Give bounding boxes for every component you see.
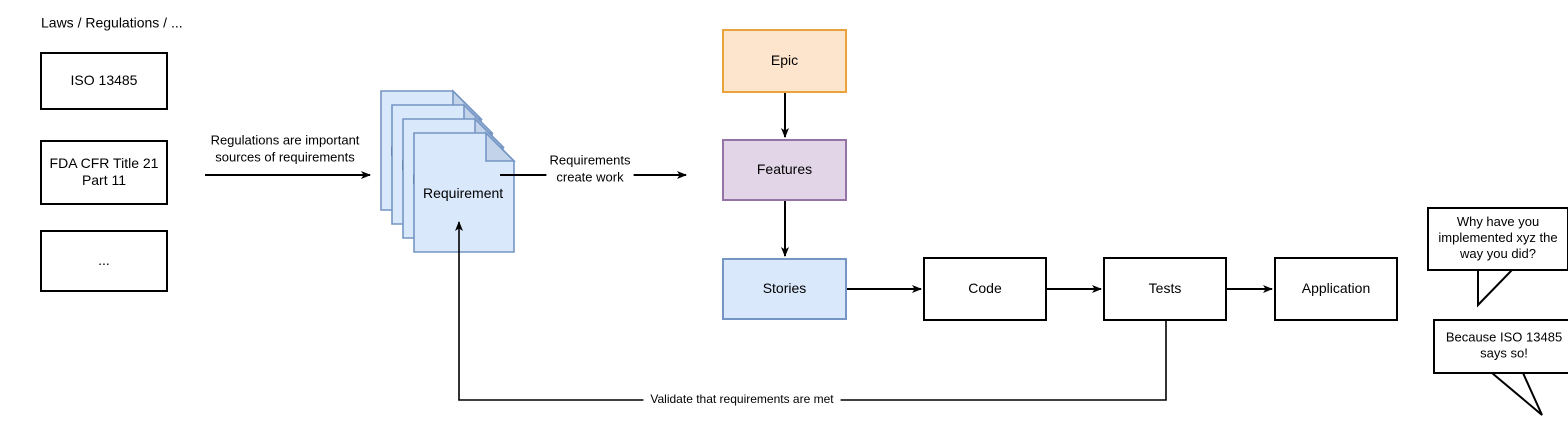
pipeline-boxes-layer: Code Tests Application	[923, 257, 1398, 321]
work-box-shape	[722, 29, 847, 93]
requirement-document-fold-icon	[485, 131, 516, 162]
work-box-features[interactable]: Features	[722, 139, 847, 201]
requirement-stack-layer: RequirementRequirementRequirementRequire…	[380, 89, 516, 253]
requirement-document[interactable]: Requirement	[413, 131, 516, 253]
work-box-label-epic: Epic	[771, 52, 798, 68]
regulation-box-shape	[40, 230, 168, 292]
pipeline-box-label-code: Code	[968, 280, 1002, 296]
regulation-box[interactable]: ISO 13485	[40, 52, 168, 110]
validation-edge-label: Validate that requirements are met	[650, 392, 834, 406]
work-box-label-features: Features	[757, 161, 812, 177]
regulation-box-label: ...	[98, 252, 110, 268]
validation-label-backdrop	[643, 392, 841, 408]
edge-validate-requirements-loop: Validate that requirements are met	[455, 221, 1167, 408]
section-labels-layer: Laws / Regulations / ...	[41, 15, 183, 31]
work-box-shape	[722, 139, 847, 201]
pipeline-box-label-tests: Tests	[1149, 280, 1182, 296]
regulation-box-label: ISO 13485	[71, 72, 138, 88]
work-box-label-stories: Stories	[763, 280, 807, 296]
regulation-box[interactable]: ...	[40, 230, 168, 292]
speech-bubble-tail	[1477, 269, 1515, 308]
pipeline-box-shape	[1103, 257, 1227, 321]
pipeline-box-shape	[923, 257, 1047, 321]
pipeline-box-tests[interactable]: Tests	[1103, 257, 1227, 321]
pipeline-box-label-application: Application	[1302, 280, 1371, 296]
pipeline-box-code[interactable]: Code	[923, 257, 1047, 321]
work-box-shape	[722, 258, 847, 320]
requirement-document-label: Requirement	[423, 185, 503, 201]
speech-bubble-tail	[1489, 372, 1543, 416]
regulation-box-shape	[40, 52, 168, 110]
requirement-document-shape	[413, 132, 515, 253]
speech-bubble-body	[1427, 207, 1568, 271]
work-box-stories[interactable]: Stories	[722, 258, 847, 320]
validation-edge-layer: Validate that requirements are met	[455, 221, 1167, 408]
regulation-box-shape	[40, 140, 168, 205]
work-box-epic[interactable]: Epic	[722, 29, 847, 93]
pipeline-box-shape	[1274, 257, 1398, 321]
pipeline-box-application[interactable]: Application	[1274, 257, 1398, 321]
speech-bubble-body	[1433, 319, 1568, 374]
regulations-header-label: Laws / Regulations / ...	[41, 15, 183, 31]
